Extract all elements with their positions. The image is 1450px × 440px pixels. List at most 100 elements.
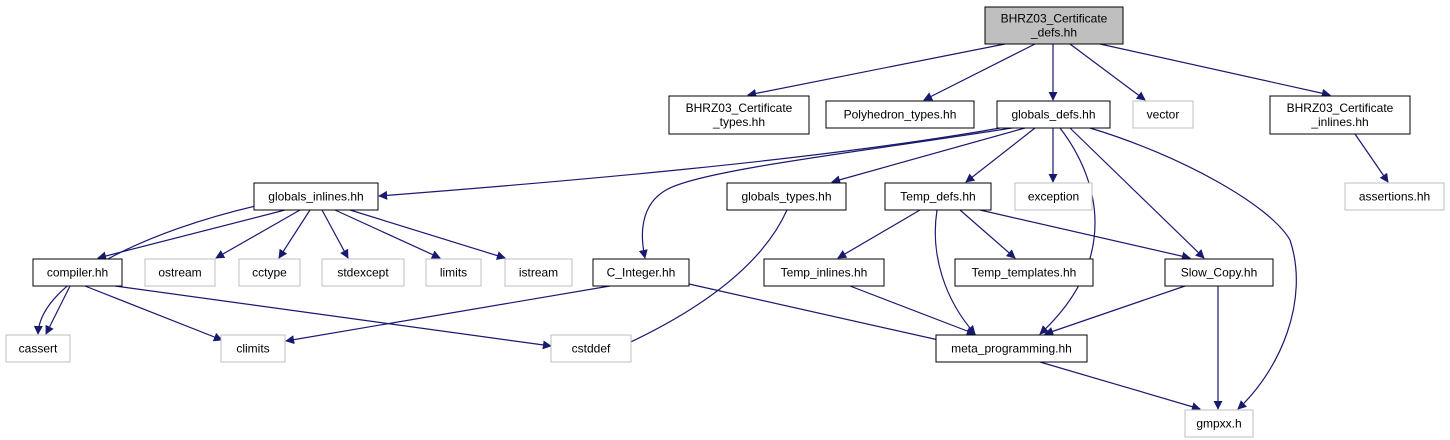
edge-temp-inlines-to-meta-programming bbox=[849, 285, 976, 336]
node-globals-inlines[interactable]: globals_inlines.hh bbox=[253, 182, 379, 211]
edge-c-integer-to-meta-programming bbox=[688, 283, 962, 348]
node-label: Temp_inlines.hh bbox=[781, 266, 868, 280]
edge-globals-defs-to-globals-inlines bbox=[378, 127, 1001, 200]
node-label: Temp_defs.hh bbox=[900, 190, 975, 204]
node-compiler[interactable]: compiler.hh bbox=[32, 258, 123, 287]
node-label: meta_programming.hh bbox=[951, 342, 1072, 356]
node-box bbox=[220, 334, 286, 363]
edge-globals-defs-to-meta-programming bbox=[1039, 127, 1096, 335]
node-ostream: ostream bbox=[144, 258, 216, 287]
node-label: BHRZ03_Certificate bbox=[1001, 12, 1108, 26]
node-label: gmpxx.h bbox=[1196, 417, 1241, 431]
node-label: globals_inlines.hh bbox=[268, 190, 363, 204]
node-certificate-types[interactable]: BHRZ03_Certificate_types.hh bbox=[668, 95, 810, 135]
edge-globals-types-to-cstddef bbox=[619, 209, 788, 348]
edge-temp-defs-to-temp-templates bbox=[959, 209, 1016, 259]
node-box bbox=[954, 258, 1094, 287]
node-box bbox=[668, 95, 810, 135]
node-box bbox=[1132, 100, 1194, 129]
node-label: _inlines.hh bbox=[1310, 115, 1368, 129]
node-polyhedron-types[interactable]: Polyhedron_types.hh bbox=[825, 100, 975, 129]
edge-root-to-certificate-inlines bbox=[1099, 43, 1331, 98]
node-label: cctype bbox=[252, 266, 287, 280]
node-label: ostream bbox=[158, 266, 201, 280]
node-label: Temp_templates.hh bbox=[972, 266, 1077, 280]
edge-temp-defs-to-temp-inlines bbox=[837, 209, 921, 259]
node-assertions: assertions.hh bbox=[1344, 182, 1445, 211]
edge-globals-inlines-to-ostream bbox=[215, 209, 301, 259]
node-temp-defs[interactable]: Temp_defs.hh bbox=[884, 182, 992, 211]
node-globals-types[interactable]: globals_types.hh bbox=[726, 182, 847, 211]
edge-compiler-to-climits bbox=[84, 285, 223, 342]
edge-globals-inlines-to-istream bbox=[349, 209, 506, 260]
node-vector: vector bbox=[1132, 100, 1194, 129]
node-label: C_Integer.hh bbox=[607, 266, 676, 280]
node-box bbox=[238, 258, 301, 287]
node-label: limits bbox=[440, 266, 467, 280]
node-gmpxx: gmpxx.h bbox=[1184, 409, 1254, 438]
node-cassert: cassert bbox=[5, 334, 71, 363]
node-exception: exception bbox=[1014, 182, 1093, 211]
edge-globals-defs-to-globals-types bbox=[831, 127, 1026, 185]
node-label: BHRZ03_Certificate bbox=[1287, 101, 1394, 115]
node-label: climits bbox=[236, 342, 269, 356]
node-box bbox=[1014, 182, 1093, 211]
node-label: Slow_Copy.hh bbox=[1181, 266, 1258, 280]
edge-temp-defs-to-meta-programming bbox=[934, 209, 976, 335]
edge-certificate-inlines-to-assertions bbox=[1354, 133, 1389, 183]
edge-globals-inlines-to-compiler bbox=[97, 209, 286, 261]
node-box bbox=[144, 258, 216, 287]
node-label: vector bbox=[1147, 108, 1180, 122]
node-c-integer[interactable]: C_Integer.hh bbox=[592, 258, 690, 287]
node-label: istream bbox=[519, 266, 558, 280]
node-cctype: cctype bbox=[238, 258, 301, 287]
edge-compiler-to-cstddef bbox=[114, 285, 552, 350]
node-limits: limits bbox=[425, 258, 482, 287]
node-box bbox=[1164, 258, 1274, 287]
node-cstddef: cstddef bbox=[550, 334, 632, 363]
node-box bbox=[1184, 409, 1254, 438]
node-label: stdexcept bbox=[337, 266, 389, 280]
node-temp-templates[interactable]: Temp_templates.hh bbox=[954, 258, 1094, 287]
node-climits: climits bbox=[220, 334, 286, 363]
node-temp-inlines[interactable]: Temp_inlines.hh bbox=[763, 258, 885, 287]
edges bbox=[33, 43, 1389, 412]
edge-globals-defs-to-gmpxx bbox=[1089, 127, 1297, 410]
edge-c-integer-to-climits bbox=[285, 285, 611, 345]
node-box bbox=[550, 334, 632, 363]
node-certificate-inlines[interactable]: BHRZ03_Certificate_inlines.hh bbox=[1269, 95, 1411, 135]
edge-root-to-vector bbox=[1069, 43, 1146, 101]
node-box bbox=[935, 334, 1088, 363]
edge-globals-defs-to-c-integer bbox=[638, 127, 1013, 259]
node-box bbox=[32, 258, 123, 287]
node-label: BHRZ03_Certificate bbox=[686, 101, 793, 115]
edge-globals-inlines-to-limits bbox=[334, 209, 441, 259]
node-box bbox=[996, 100, 1111, 129]
edge-meta-programming-to-gmpxx bbox=[1039, 361, 1201, 412]
node-box bbox=[884, 182, 992, 211]
node-box bbox=[592, 258, 690, 287]
node-meta-programming[interactable]: meta_programming.hh bbox=[935, 334, 1088, 363]
node-label: cassert bbox=[19, 342, 58, 356]
node-stdexcept: stdexcept bbox=[321, 258, 405, 287]
node-box bbox=[1344, 182, 1445, 211]
node-istream: istream bbox=[504, 258, 573, 287]
node-label: compiler.hh bbox=[47, 266, 108, 280]
node-box bbox=[425, 258, 482, 287]
node-slow-copy[interactable]: Slow_Copy.hh bbox=[1164, 258, 1274, 287]
edge-globals-defs-to-slow-copy bbox=[1069, 127, 1205, 259]
edge-temp-defs-to-slow-copy bbox=[979, 209, 1191, 261]
node-box bbox=[825, 100, 975, 129]
node-label: cstddef bbox=[572, 342, 611, 356]
edge-root-to-polyhedron-types bbox=[923, 43, 1036, 101]
node-root[interactable]: BHRZ03_Certificate_defs.hh bbox=[984, 6, 1124, 45]
node-globals-defs[interactable]: globals_defs.hh bbox=[996, 100, 1111, 129]
nodes: BHRZ03_Certificate_defs.hhBHRZ03_Certifi… bbox=[5, 6, 1445, 438]
node-label: Polyhedron_types.hh bbox=[844, 108, 957, 122]
node-label: _defs.hh bbox=[1030, 26, 1077, 40]
node-box bbox=[1269, 95, 1411, 135]
node-box bbox=[5, 334, 71, 363]
node-box bbox=[984, 6, 1124, 45]
node-label: _types.hh bbox=[712, 115, 765, 129]
